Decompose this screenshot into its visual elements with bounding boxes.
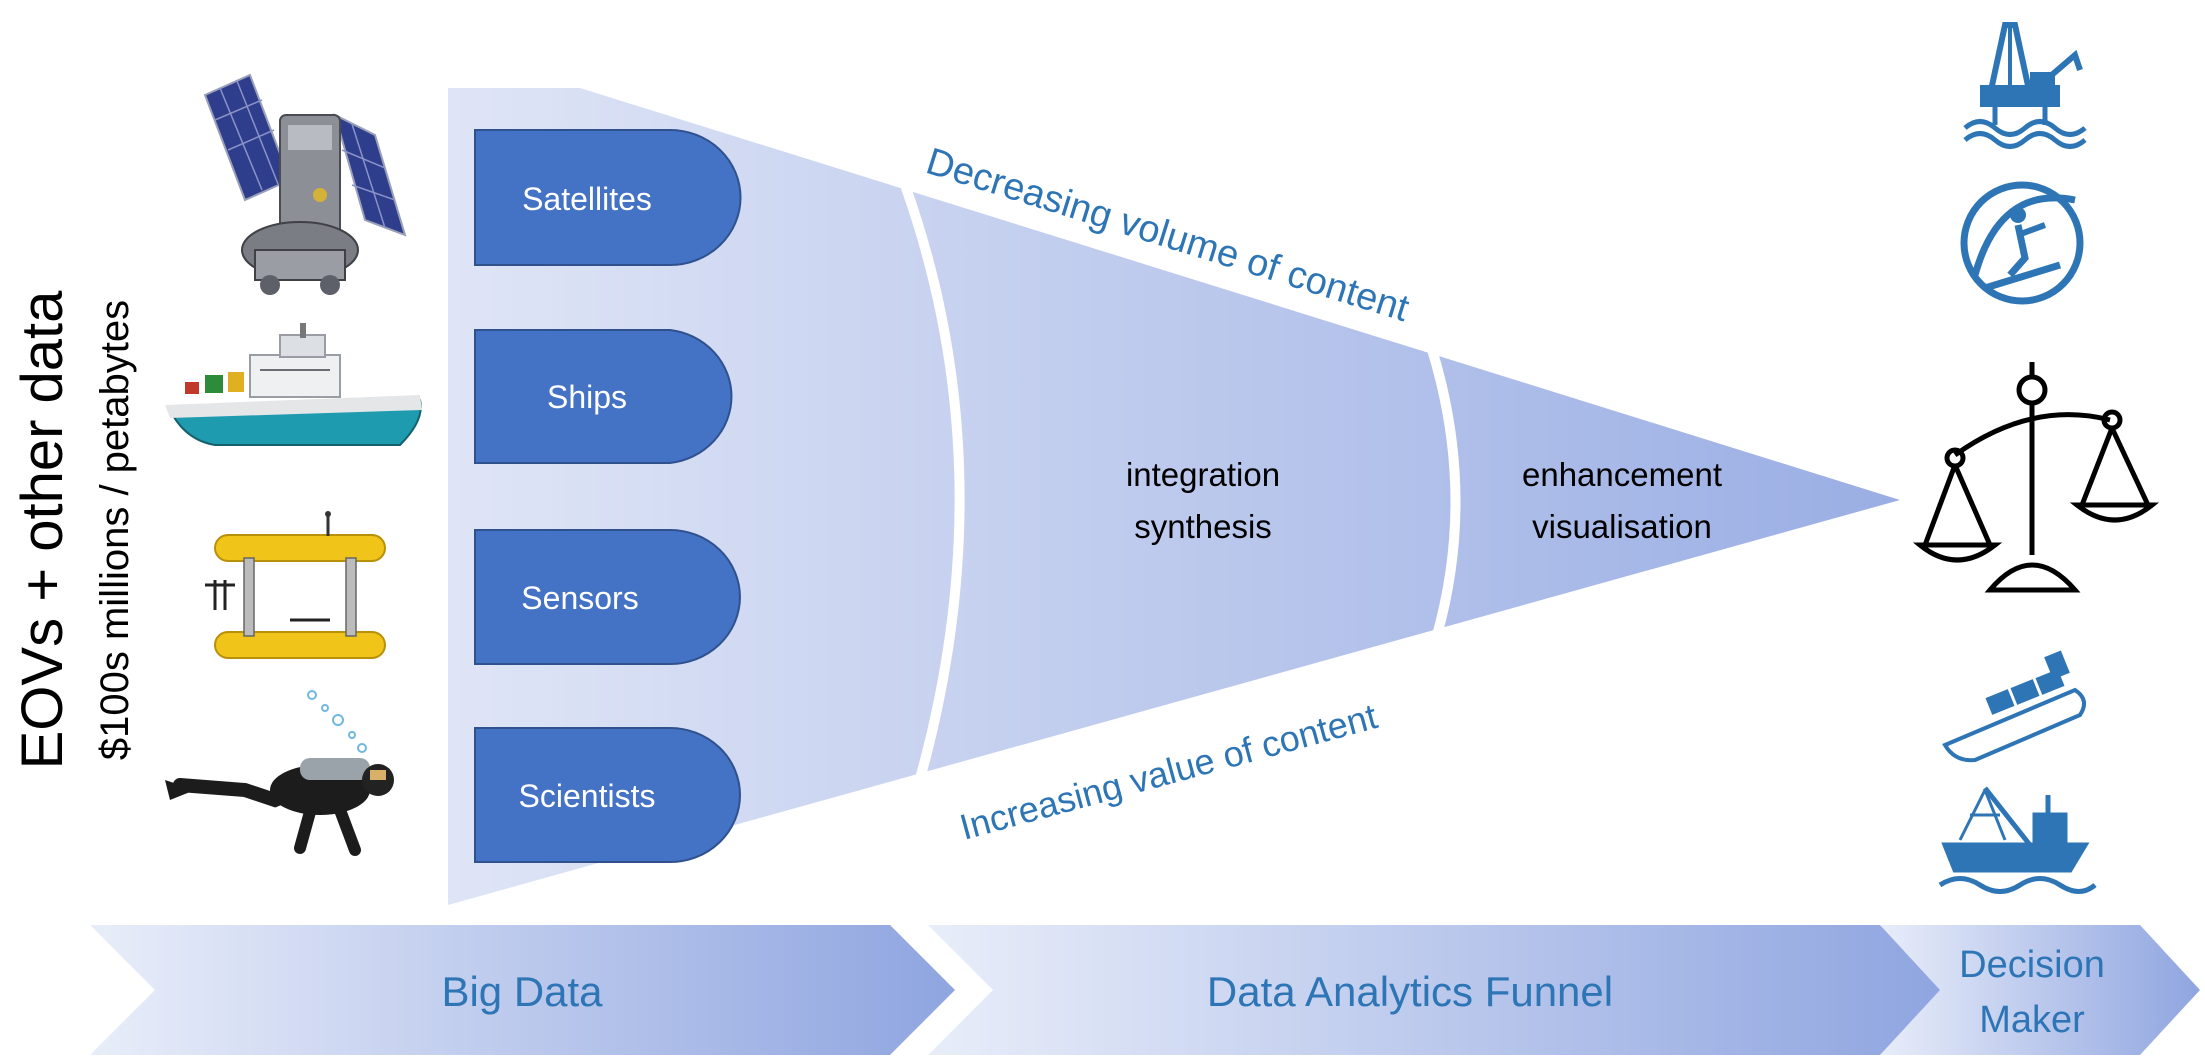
stage-label: Data Analytics Funnel — [1207, 968, 1613, 1015]
source-box-sensors: Sensors — [474, 529, 741, 665]
left-axis-subtitle: $100s millions / petabytes — [93, 300, 137, 760]
source-label: Satellites — [522, 181, 652, 217]
surfer-icon — [1960, 181, 2084, 305]
stage-label-line2: Maker — [1979, 999, 2085, 1041]
scuba-diver-icon — [165, 690, 394, 856]
stage-label-line1: Decision — [1959, 944, 2105, 986]
stage2-line1: integration — [1126, 456, 1280, 493]
source-box-satellites: Satellites — [474, 129, 742, 266]
research-ship-icon — [165, 323, 422, 446]
cargo-ship-icon — [1942, 650, 2086, 763]
stage-arrow-funnel: Data Analytics Funnel — [928, 925, 1945, 1055]
fishing-trawler-icon — [1938, 786, 2097, 894]
source-box-ships: Ships — [474, 329, 733, 464]
stage3-line2: visualisation — [1532, 508, 1712, 545]
oil-rig-icon — [1963, 22, 2087, 149]
scales-of-justice-icon — [1912, 362, 2160, 593]
data-analytics-funnel — [448, 88, 1900, 905]
underwater-glider-icon — [205, 511, 386, 659]
satellite-icon — [203, 73, 407, 295]
stage2-line2: synthesis — [1134, 508, 1272, 545]
stage3-line1: enhancement — [1522, 456, 1722, 493]
stage-label: Big Data — [441, 968, 603, 1015]
stage-arrow-decision-maker: Decision Maker — [1880, 925, 2200, 1055]
stage-arrow-big-data: Big Data — [90, 925, 955, 1055]
source-label: Sensors — [521, 580, 638, 616]
left-axis-title: EOVs + other data — [10, 290, 75, 770]
source-box-scientists: Scientists — [474, 727, 741, 863]
source-label: Scientists — [519, 778, 656, 814]
source-label: Ships — [547, 379, 627, 415]
